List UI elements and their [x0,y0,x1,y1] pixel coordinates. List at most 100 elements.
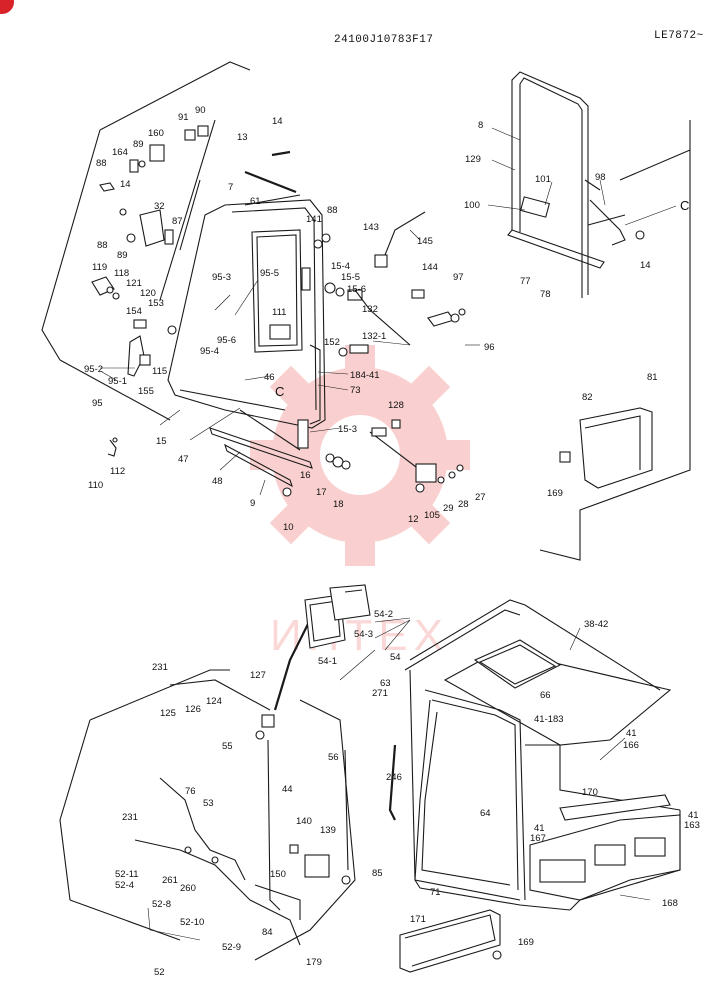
callout-label: 126 [185,704,201,715]
callout-label: 88 [327,205,338,216]
callout-label: 111 [272,307,286,318]
callout-label: 171 [410,914,426,925]
callout-label: 52-4 [115,880,134,891]
callout-label: 260 [180,883,196,894]
callout-label: 170 [582,787,598,798]
callout-label: 84 [262,927,273,938]
callout-label: 52-11 [115,869,139,880]
callout-label: 98 [595,172,606,183]
callout-label: 95-4 [200,346,219,357]
callout-label: 128 [388,400,404,411]
callout-label: 132 [362,304,378,315]
callout-label: 95-2 [84,364,103,375]
callout-label: 125 [160,708,176,719]
leader-lines [100,127,677,941]
callout-label: C [275,384,284,399]
callout-label: 12 [408,514,419,525]
callout-label: 164 [112,147,128,158]
drawing-part-number: 24100J10783F17 [334,34,434,46]
callout-label: 96 [484,342,495,353]
callout-label: 41 [534,823,545,834]
callout-label: 140 [296,816,312,827]
callout-label: 101 [535,174,551,185]
callout-label: 231 [152,662,168,673]
work-lamp [304,584,371,649]
callout-label: 76 [185,786,196,797]
callout-label: 141 [306,214,322,225]
callout-label: 169 [518,937,534,948]
callout-label: 18 [333,499,344,510]
callout-label: 73 [350,385,361,396]
callout-label: 7 [228,182,233,193]
callout-label: 144 [422,262,438,273]
callout-label: 100 [464,200,480,211]
drawing-series-code: LE7872~ [654,30,704,42]
callout-label: 95-1 [108,376,127,387]
callout-label: 66 [540,690,551,701]
callout-label: 54-3 [354,629,373,640]
callout-label: 47 [178,454,189,465]
callout-label: 160 [148,128,164,139]
callout-label: 53 [203,798,214,809]
wiring-harness [134,619,351,920]
callout-label: 15-5 [341,272,360,283]
callout-label: 27 [475,492,486,503]
callout-label: 112 [110,466,125,477]
callout-label: 89 [117,250,128,261]
callout-label: 246 [386,772,402,783]
callout-label: 41-183 [534,714,564,725]
callout-label: 85 [372,868,383,879]
callout-label: 48 [212,476,223,487]
callout-label: 28 [458,499,469,510]
callout-label: 64 [480,808,491,819]
callout-label: 261 [162,875,178,886]
callout-label: 29 [443,503,454,514]
callout-label: 54-1 [318,656,337,667]
callout-label: 82 [582,392,593,403]
callout-label: 231 [122,812,138,823]
callout-label: 95-6 [217,335,236,346]
callout-label: 119 [92,262,107,273]
callout-label: 41 [688,810,699,821]
callout-label: 15-3 [338,424,357,435]
callout-label: 32 [154,201,165,212]
callout-label: 110 [88,480,103,491]
callout-label: 15 [156,436,167,447]
callout-label: 150 [270,869,286,880]
callout-label: 129 [465,154,481,165]
callout-label: 54-2 [374,609,393,620]
callout-label: 169 [547,488,563,499]
callout-label: 152 [324,337,340,348]
callout-label: 56 [328,752,339,763]
door-bars [209,170,313,497]
callout-label: 154 [126,306,142,317]
callout-label: 52 [154,967,165,978]
callout-label: 9 [250,498,255,509]
floor-panel [399,909,502,973]
callout-label: 105 [424,510,440,521]
callout-label: 139 [320,825,336,836]
hinge-hardware [313,211,466,493]
callout-label: 87 [172,216,183,227]
lower-wall-outline [59,669,356,961]
callout-label: 145 [417,236,433,247]
callout-label: 14 [272,116,283,127]
callout-label: 132-1 [362,331,386,342]
callout-label: 14 [120,179,131,190]
callout-label: 52-8 [152,899,171,910]
callout-label: 8 [478,120,483,131]
wall-corner-right [539,120,691,561]
callout-label: 16 [300,470,311,481]
callout-label: 124 [206,696,222,707]
callout-label: 52-10 [180,917,204,928]
callout-label: 168 [662,898,678,909]
hardware-parts-left [91,125,291,457]
callout-label: 61 [250,196,261,207]
cab-shell [388,599,681,911]
callout-label: 38-42 [584,619,608,630]
callout-label: C [680,198,689,213]
callout-label: 41 [626,728,637,739]
callout-label: 17 [316,487,327,498]
callout-labels: 8 129 101 98 100 C 77 78 14 91 90 13 14 … [84,105,700,978]
